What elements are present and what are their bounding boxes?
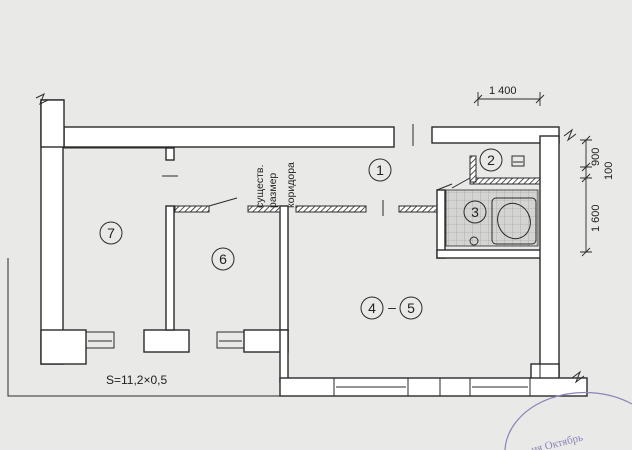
room-1-label: 1 <box>376 162 384 178</box>
dim-line-right <box>580 135 592 257</box>
area-formula: S=11,2×0,5 <box>106 373 167 387</box>
break-mark-top-right <box>563 128 577 142</box>
room-5-circle <box>399 296 423 320</box>
room-6-circle <box>211 247 235 271</box>
bath-left-wall <box>436 189 446 259</box>
window-room45-right <box>469 377 531 397</box>
dim-right-100: 100 <box>603 162 615 180</box>
room-4-label: 4 <box>368 300 376 316</box>
room-3-circle <box>463 200 487 224</box>
room-7-circle <box>99 221 123 245</box>
partition-7-6 <box>165 147 175 161</box>
stamp-arc <box>504 391 632 450</box>
room-4-circle <box>360 296 384 320</box>
break-mark-top-left <box>35 92 49 106</box>
outer-boundary <box>7 258 334 397</box>
window-room7 <box>85 331 115 349</box>
corridor-note-line3: коридора <box>285 162 297 208</box>
left-wall-room45 <box>279 329 289 383</box>
dim-top-width: 1 400 <box>489 85 517 97</box>
hatched-wall-wc <box>469 177 541 185</box>
door-bath <box>436 183 453 191</box>
corridor-note-line1: сущеcтв. <box>254 165 266 208</box>
top-wall-right <box>431 126 560 144</box>
room7-outline <box>62 147 166 330</box>
hatched-wall-room45-right <box>398 205 438 213</box>
top-wall-left <box>63 126 395 148</box>
stamp-text: ия Октябрь <box>530 432 584 450</box>
door-wc <box>451 177 471 189</box>
room-5-label: 5 <box>407 300 415 316</box>
room-2-label: 2 <box>487 152 495 168</box>
bathtub-icon <box>491 197 537 245</box>
window-room45-left <box>333 377 409 397</box>
partition-6-45 <box>279 205 289 331</box>
right-outer-wall <box>539 135 560 377</box>
dim-right-1600: 1 600 <box>590 204 602 232</box>
door-room6 <box>208 197 238 207</box>
room45-outline <box>287 212 541 378</box>
left-wall-cap <box>40 99 65 148</box>
room-3-label: 3 <box>471 204 479 220</box>
bottom-wall-room45 <box>279 377 588 397</box>
room-7-label: 7 <box>107 225 115 241</box>
room-1-circle <box>368 158 392 182</box>
partition-7-6-lower <box>165 205 175 331</box>
bottom-wall-7b <box>143 329 190 353</box>
bottom-wall-7a <box>40 329 87 365</box>
dim-line-top <box>473 92 545 106</box>
window-room6 <box>216 331 245 349</box>
break-mark-bottom-right <box>571 370 585 384</box>
corridor-note-line2: размер <box>267 173 279 208</box>
hatched-wall-room45-left <box>295 205 367 213</box>
bath-bottom-wall <box>436 249 550 259</box>
sink-icon <box>469 236 479 246</box>
room-45-dash: – <box>388 299 396 315</box>
room-2-circle <box>479 148 503 172</box>
room-6-label: 6 <box>219 251 227 267</box>
hatched-wall-corridor-right <box>247 205 281 213</box>
toilet-icon <box>511 155 525 167</box>
hatched-wall-wc-left <box>469 155 477 183</box>
dim-right-900: 900 <box>590 148 602 166</box>
hatched-wall-room6 <box>174 205 210 213</box>
